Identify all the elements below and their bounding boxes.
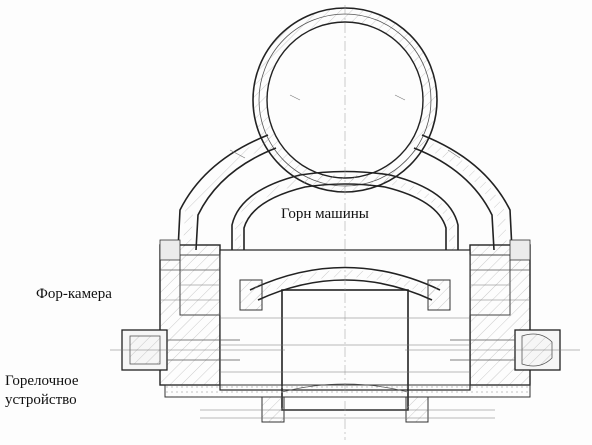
outer-shell [177,134,513,251]
left-burner-assembly [110,329,285,371]
right-burner-assembly [405,329,580,371]
prechamber-details [159,239,531,316]
floor-base [164,384,531,423]
dimension-marks [229,94,461,159]
hearth-label: Горн машины [281,206,369,222]
burner-device-label: Горелочное устройство [5,373,79,408]
prechamber-label: Фор-камера [36,286,112,302]
